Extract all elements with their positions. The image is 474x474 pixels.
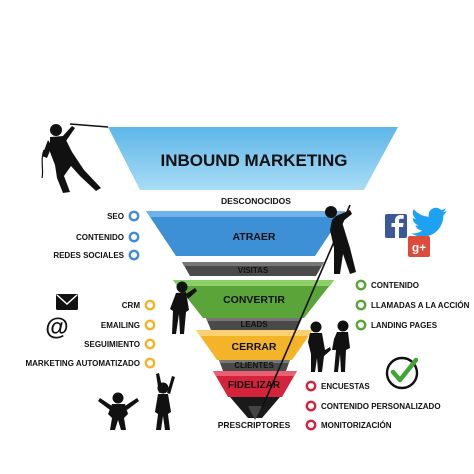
list-item: CONTENIDO PERSONALIZADO [305, 400, 441, 412]
list-item: SEGUIMIENTO [84, 338, 156, 350]
funnel-spout [230, 397, 280, 420]
stage-convertir-label: CONVERTIR [223, 294, 285, 306]
right-list-fidelizar: ENCUESTAS CONTENIDO PERSONALIZADO MONITO… [305, 380, 441, 431]
stage-convertir: CONVERTIR [173, 280, 334, 318]
svg-text:LANDING PAGES: LANDING PAGES [371, 321, 438, 330]
svg-text:CONTENIDO PERSONALIZADO: CONTENIDO PERSONALIZADO [321, 402, 441, 411]
stage-cerrar: CERRAR [196, 330, 313, 360]
funnel-hopper [108, 127, 398, 190]
bullet-icon [144, 357, 156, 369]
list-item: CRM [122, 299, 156, 311]
at-sign-icon: @ [45, 314, 68, 341]
jumping-businessman-silhouette [155, 373, 175, 430]
label-prescriptores: PRESCRIPTORES [218, 420, 291, 430]
stage-fidelizar: FIDELIZAR [213, 371, 297, 397]
email-icon [56, 294, 78, 310]
svg-text:ENCUESTAS: ENCUESTAS [321, 382, 370, 391]
list-item: EMAILING [101, 319, 156, 331]
bullet-icon [128, 231, 140, 243]
check-icon [385, 356, 419, 390]
right-list-convertir: CONTENIDO LLAMADAS A LA ACCIÓN LANDING P… [355, 279, 470, 331]
transition-visitas: VISITAS [182, 262, 324, 276]
bullet-icon [305, 400, 317, 412]
bullet-icon [128, 249, 140, 261]
funnel-top: INBOUND MARKETING [108, 127, 398, 190]
label-leads: LEADS [240, 320, 268, 329]
twitter-icon [411, 207, 447, 237]
list-item: REDES SOCIALES [53, 249, 140, 261]
list-item: LANDING PAGES [355, 319, 438, 331]
stage-fidelizar-label: FIDELIZAR [228, 380, 281, 391]
svg-text:CONTENIDO: CONTENIDO [371, 281, 419, 290]
list-item: LLAMADAS A LA ACCIÓN [355, 299, 470, 311]
label-visitas: VISITAS [238, 266, 269, 275]
svg-text:LLAMADAS A LA ACCIÓN: LLAMADAS A LA ACCIÓN [371, 301, 470, 310]
stage-atraer-label: ATRAER [233, 231, 276, 243]
svg-text:MARKETING AUTOMATIZADO: MARKETING AUTOMATIZADO [25, 359, 140, 368]
svg-text:CRM: CRM [122, 301, 141, 310]
left-list-convertir: CRM EMAILING SEGUIMIENTO MARKETING AUTOM… [25, 299, 156, 369]
bullet-icon [144, 299, 156, 311]
svg-text:g+: g+ [412, 241, 426, 255]
stage-cerrar-label: CERRAR [232, 341, 277, 353]
list-item: CONTENIDO [355, 279, 419, 291]
bullet-icon [128, 210, 140, 222]
svg-text:SEO: SEO [107, 212, 124, 221]
funnel-title: INBOUND MARKETING [161, 151, 348, 170]
label-clientes: CLIENTES [234, 361, 274, 370]
bullet-icon [355, 319, 367, 331]
businessman-pulling-silhouette [41, 124, 101, 193]
left-list-atraer: SEO CONTENIDO REDES SOCIALES [53, 210, 140, 261]
list-item: SEO [107, 210, 140, 222]
handshake-silhouette [308, 320, 350, 372]
businessman-standing-silhouette [170, 281, 197, 334]
list-item: MONITORIZACIÓN [305, 419, 392, 431]
stage-atraer: ATRAER [146, 211, 345, 256]
svg-text:EMAILING: EMAILING [101, 321, 140, 330]
list-item: MARKETING AUTOMATIZADO [25, 357, 156, 369]
bullet-icon [355, 279, 367, 291]
label-desconocidos: DESCONOCIDOS [221, 196, 291, 206]
svg-text:@: @ [45, 314, 68, 341]
transition-clientes: CLIENTES [219, 360, 290, 371]
facebook-icon [385, 214, 407, 238]
bullet-icon [305, 419, 317, 431]
bullet-icon [144, 319, 156, 331]
bullet-icon [305, 380, 317, 392]
list-item: CONTENIDO [76, 231, 140, 243]
svg-text:MONITORIZACIÓN: MONITORIZACIÓN [321, 421, 392, 430]
svg-text:SEGUIMIENTO: SEGUIMIENTO [84, 340, 140, 349]
celebrating-businessman-silhouette [98, 392, 139, 430]
rope-left [69, 123, 109, 128]
bullet-icon [144, 338, 156, 350]
stage-atraer-band [146, 211, 345, 256]
transition-leads: LEADS [206, 318, 302, 330]
stage-convertir-band [173, 280, 334, 318]
svg-text:CONTENIDO: CONTENIDO [76, 233, 124, 242]
stage-cerrar-band [196, 330, 313, 360]
google-plus-icon: g+ [408, 236, 430, 257]
businessman-leaning-silhouette [325, 206, 356, 274]
list-item: ENCUESTAS [305, 380, 370, 392]
bullet-icon [355, 299, 367, 311]
svg-text:REDES SOCIALES: REDES SOCIALES [53, 251, 124, 260]
